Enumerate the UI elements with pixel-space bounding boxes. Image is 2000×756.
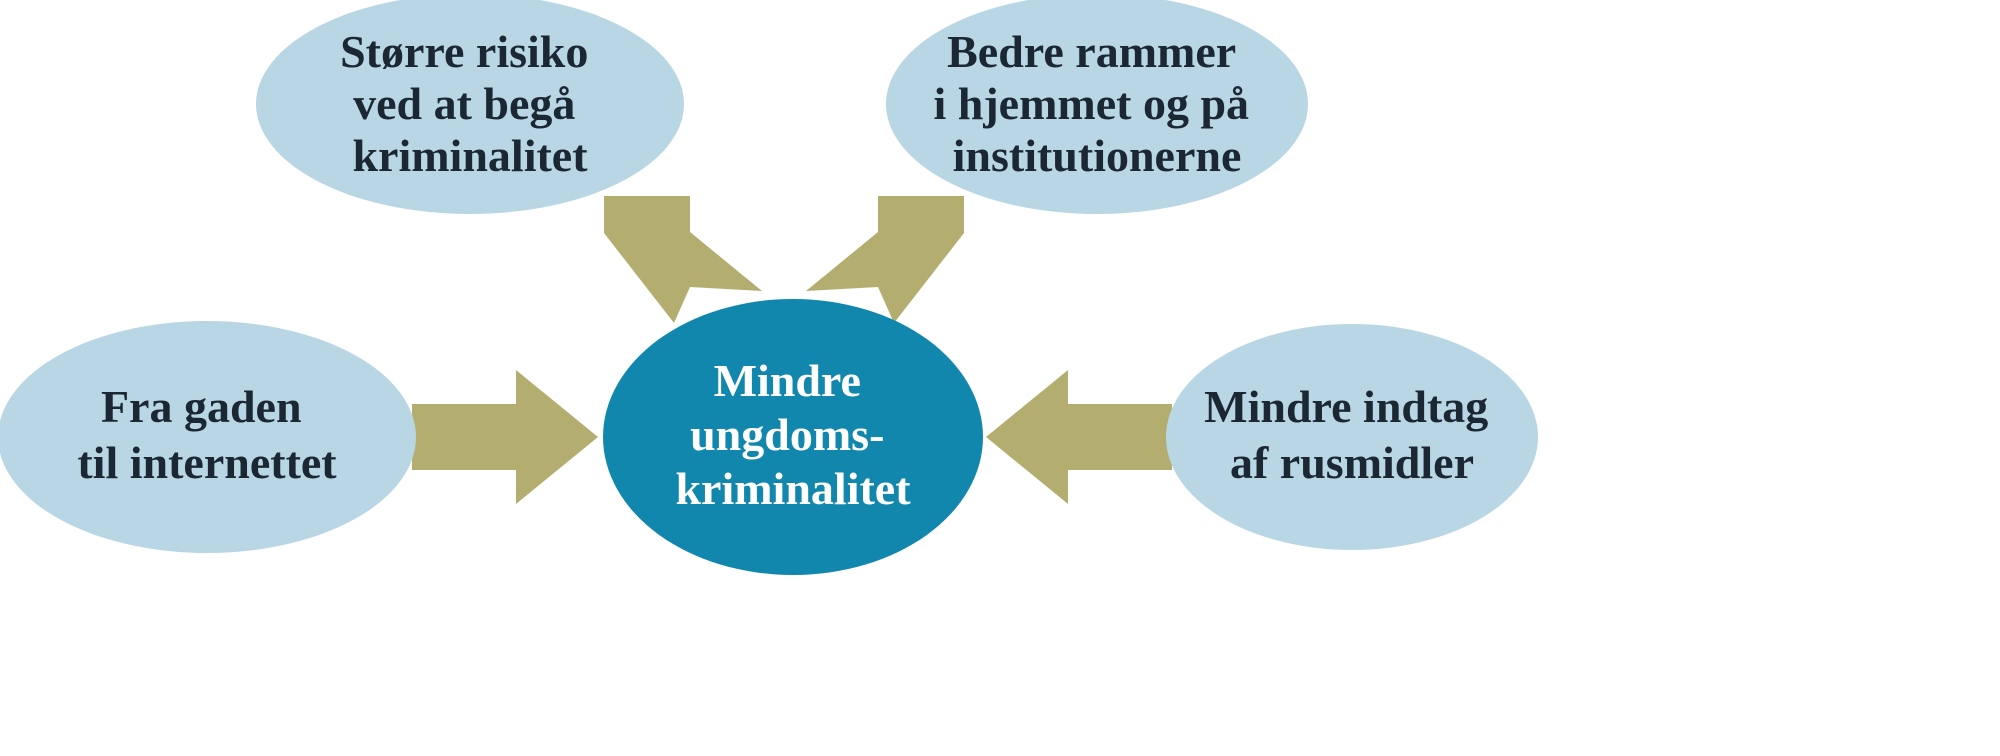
arrow-shape-down-right (604, 196, 762, 323)
node-stoerre-risiko[interactable]: Større risiko ved at begå kriminalitet (256, 0, 684, 214)
arrow-top-right-to-center (806, 196, 964, 323)
node-label: Mindre indtag af rusmidler (1204, 381, 1500, 488)
node-mindre-ungdomskriminalitet[interactable]: Mindre ungdoms- kriminalitet (603, 299, 983, 575)
center-node-ellipse (603, 299, 983, 575)
node-label: Fra gaden til internettet (77, 381, 337, 488)
node-ellipse (256, 0, 684, 214)
arrow-right-to-center (986, 370, 1172, 504)
arrow-shape-left (986, 370, 1172, 504)
node-ellipse (886, 0, 1308, 214)
arrow-top-left-to-center (604, 196, 762, 323)
node-label: Bedre rammer i hjemmet og på institution… (933, 26, 1260, 181)
node-ellipse (1166, 324, 1538, 550)
node-fra-gaden-til-internettet[interactable]: Fra gaden til internettet (0, 321, 416, 553)
node-bedre-rammer[interactable]: Bedre rammer i hjemmet og på institution… (886, 0, 1308, 214)
node-label: Større risiko ved at begå kriminalitet (340, 26, 600, 181)
arrow-shape-down-left (806, 196, 964, 323)
center-node-label: Mindre ungdoms- kriminalitet (675, 355, 911, 514)
arrow-left-to-center (412, 370, 598, 504)
node-ellipse (0, 321, 416, 553)
node-mindre-indtag-af-rusmidler[interactable]: Mindre indtag af rusmidler (1166, 324, 1538, 550)
arrow-shape-right (412, 370, 598, 504)
